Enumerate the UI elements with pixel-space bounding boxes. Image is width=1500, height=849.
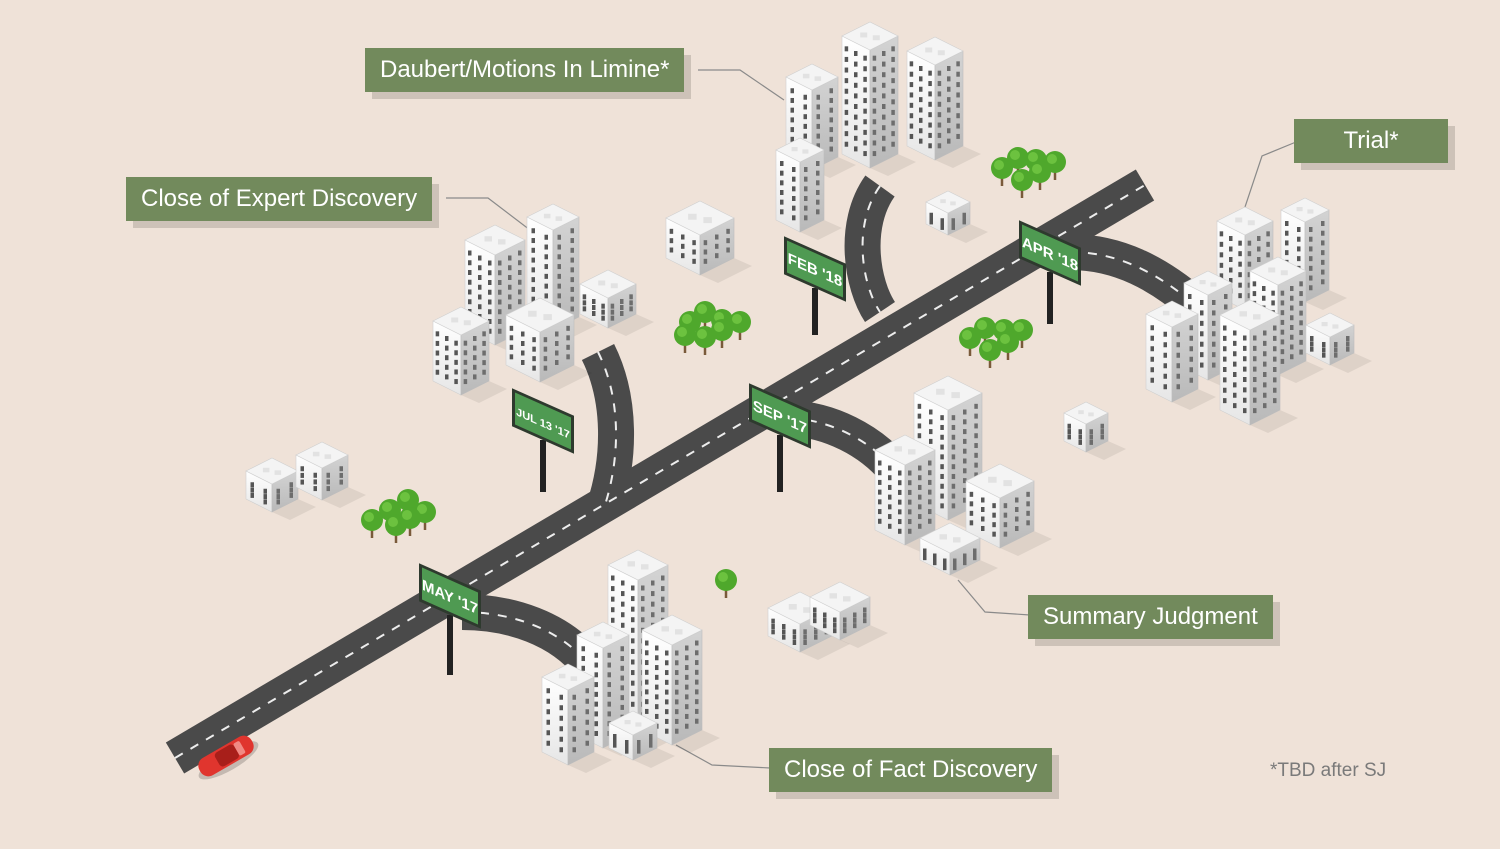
label-expert-discovery: Close of Expert Discovery — [126, 177, 433, 221]
building-icon — [965, 463, 1052, 556]
building-icon — [775, 137, 842, 240]
building-icon — [1305, 312, 1372, 373]
leader-line-daubert — [698, 69, 785, 101]
building-icon — [295, 441, 366, 508]
footnote: *TBD after SJ — [1270, 760, 1387, 781]
sign-apr18: APR '18 — [1019, 220, 1081, 324]
leader-lines — [446, 69, 1297, 769]
building-icon — [505, 297, 592, 390]
building-icon — [665, 200, 752, 283]
building-icon — [541, 663, 612, 773]
tree-group-icon — [674, 301, 751, 355]
branch-road-feb18 — [844, 175, 896, 322]
building-icon — [608, 710, 675, 768]
leader-line-trial — [1243, 141, 1297, 211]
buildings — [245, 21, 1372, 773]
label-fact-discovery: Close of Fact Discovery — [769, 748, 1053, 792]
building-icon — [919, 522, 998, 583]
building-icon — [1145, 300, 1216, 410]
tree-group-icon — [715, 569, 737, 598]
building-icon — [245, 457, 316, 520]
building-icon — [1249, 256, 1324, 383]
branch-road-may17 — [461, 594, 605, 678]
building-icon — [809, 581, 888, 648]
sign-jul17: JUL 13 '17 — [512, 388, 574, 492]
building-icon — [925, 190, 988, 243]
car-icon — [198, 735, 259, 780]
leader-line-expert — [446, 197, 531, 231]
sign-may17: MAY '17 — [419, 563, 481, 675]
building-icon — [874, 434, 953, 553]
building-icon — [1063, 401, 1126, 460]
tree-group-icon — [991, 147, 1066, 198]
building-icon — [841, 21, 916, 176]
building-icon — [641, 614, 720, 753]
tree-group-icon — [959, 317, 1033, 368]
building-icon — [432, 306, 507, 403]
leader-line-sj — [957, 579, 1031, 616]
leader-line-fact — [675, 744, 771, 769]
label-daubert: Daubert/Motions In Limine* — [365, 48, 685, 92]
label-summary-judgment: Summary Judgment — [1028, 595, 1273, 639]
tree-group-icon — [361, 489, 436, 543]
building-icon — [579, 269, 654, 336]
sign-feb18: FEB '18 — [784, 236, 846, 335]
building-icon — [906, 36, 981, 168]
building-icon — [1219, 299, 1298, 433]
label-trial: Trial* — [1294, 119, 1448, 163]
branch-road-apr18 — [1069, 234, 1207, 319]
trees — [361, 147, 1066, 598]
